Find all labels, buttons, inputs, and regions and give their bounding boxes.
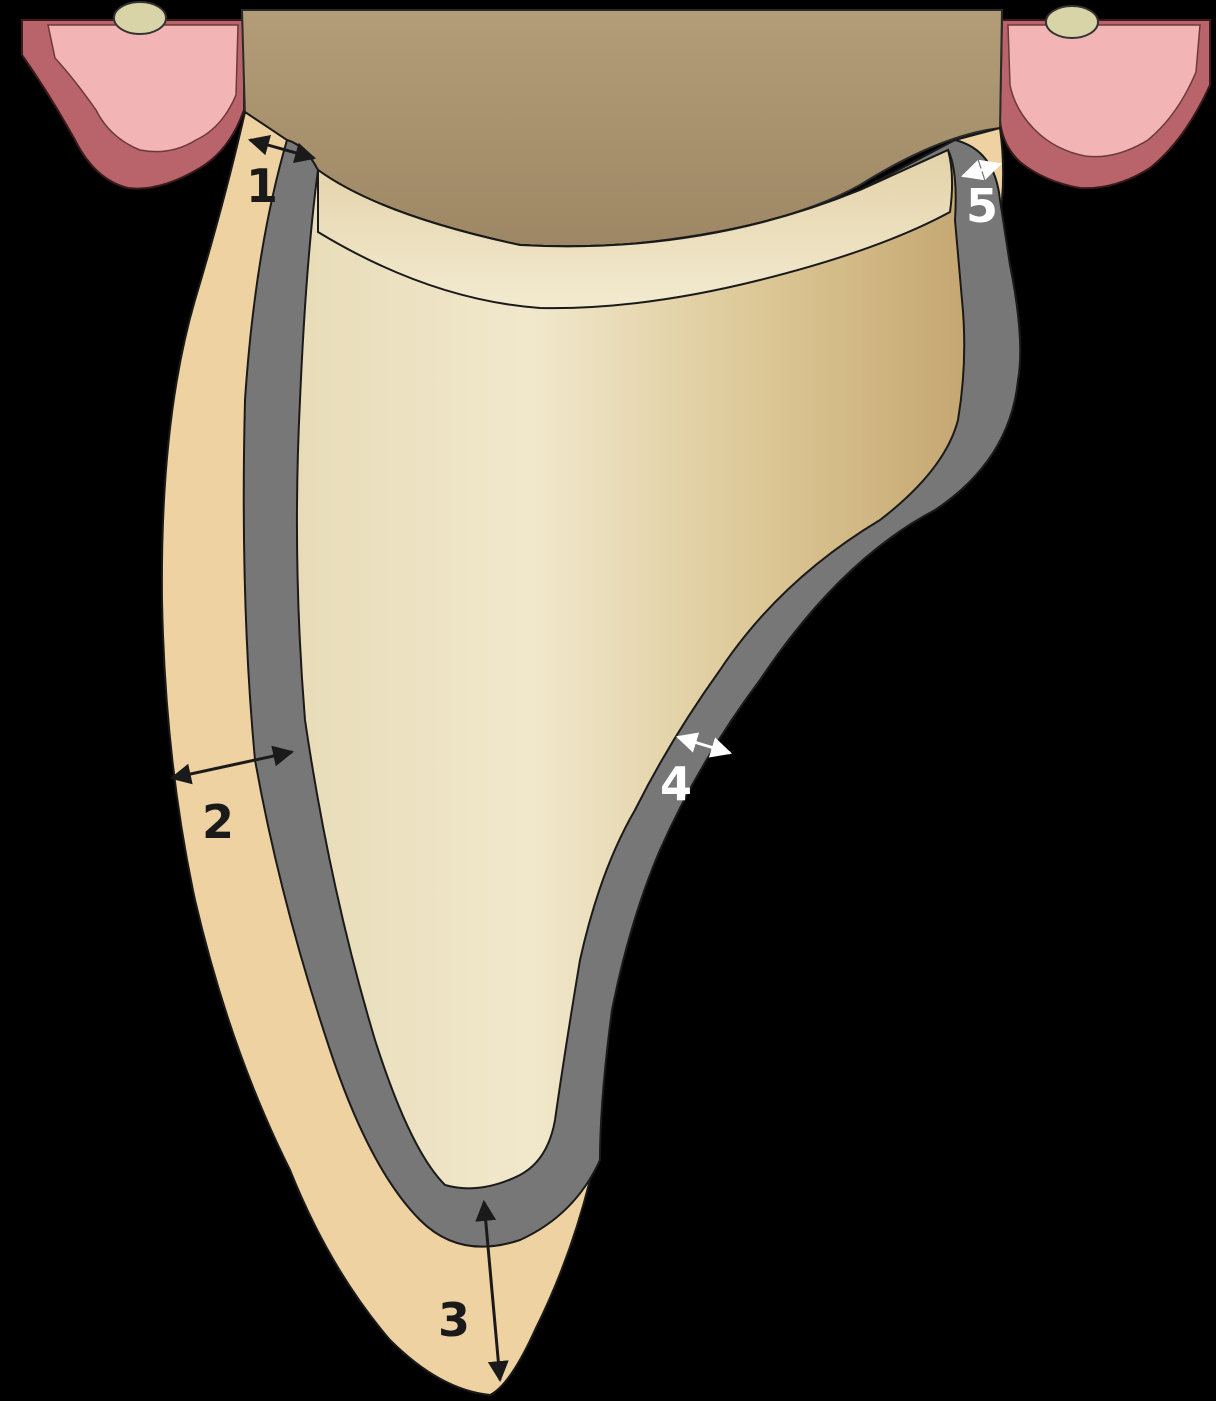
- label-2: 2: [202, 795, 234, 849]
- gingiva-left: [22, 2, 244, 189]
- label-1: 1: [246, 159, 278, 213]
- crown-body: [297, 150, 964, 1188]
- gingiva-right: [1000, 6, 1210, 188]
- label-4: 4: [660, 757, 692, 811]
- label-5: 5: [966, 179, 998, 233]
- gingiva-left-knob: [114, 2, 166, 34]
- gingiva-right-knob: [1046, 6, 1098, 38]
- label-3: 3: [438, 1293, 470, 1347]
